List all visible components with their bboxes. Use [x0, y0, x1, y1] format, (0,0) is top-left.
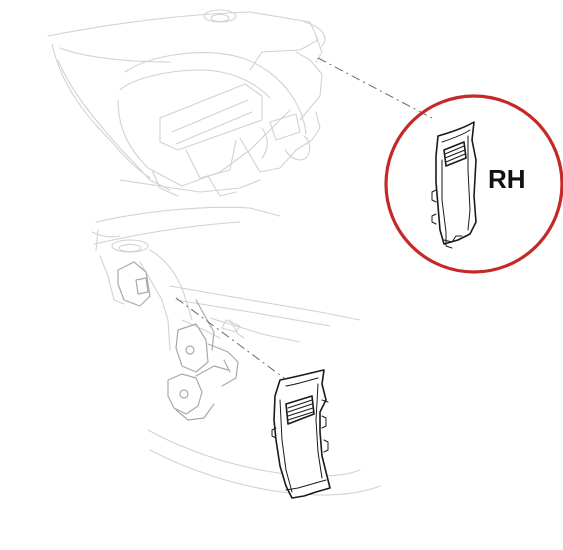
rh-label: RH — [488, 164, 526, 194]
callout-air-vent-grille — [443, 141, 467, 167]
trim-panel-main — [271, 369, 331, 499]
leader-line-upper — [317, 57, 433, 119]
lower-dashboard-context — [91, 206, 381, 496]
rh-callout: RH — [384, 94, 563, 274]
air-vent-grille — [285, 395, 315, 425]
upper-dashboard-context — [47, 9, 326, 197]
callout-circle — [384, 94, 563, 274]
leader-lines — [175, 57, 433, 379]
leader-line-lower — [175, 297, 285, 379]
trim-panel-detail — [431, 121, 477, 249]
